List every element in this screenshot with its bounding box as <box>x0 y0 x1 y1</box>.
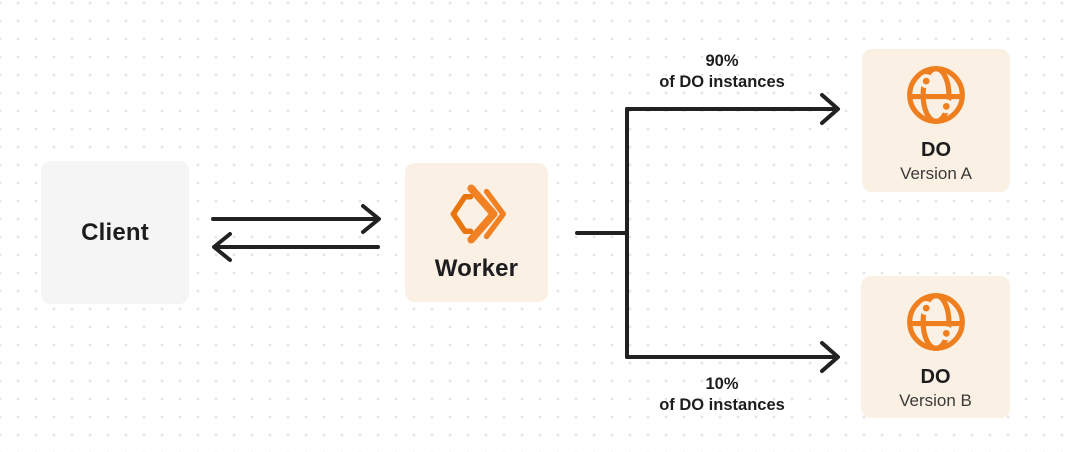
do-a-subtitle: Version A <box>900 164 972 183</box>
worker-to-client-arrow <box>212 232 380 262</box>
client-node: Client <box>41 161 189 304</box>
workers-logo-icon <box>444 182 510 246</box>
globe-icon <box>903 62 969 128</box>
worker-branch-line <box>575 107 629 359</box>
client-label: Client <box>81 218 149 246</box>
worker-label: Worker <box>434 255 519 282</box>
branch-a-caption: of DO instances <box>659 73 785 91</box>
branch-b-caption: of DO instances <box>659 396 785 414</box>
do-b-title: DO <box>920 366 951 388</box>
branch-b-label: 10% of DO instances <box>612 374 832 416</box>
do-version-a-node: DO Version A <box>862 49 1010 192</box>
branch-a-percent: 90% <box>705 52 739 70</box>
client-to-worker-arrow <box>211 204 381 234</box>
globe-icon <box>903 289 969 355</box>
do-b-subtitle: Version B <box>899 391 972 410</box>
do-a-title: DO <box>921 139 951 161</box>
branch-to-do-a-arrow <box>625 93 840 125</box>
branch-a-label: 90% of DO instances <box>612 51 832 93</box>
worker-node: Worker <box>405 163 548 302</box>
branch-to-do-b-arrow <box>625 341 840 373</box>
branch-b-percent: 10% <box>705 375 739 393</box>
do-version-b-node: DO Version B <box>861 276 1010 418</box>
